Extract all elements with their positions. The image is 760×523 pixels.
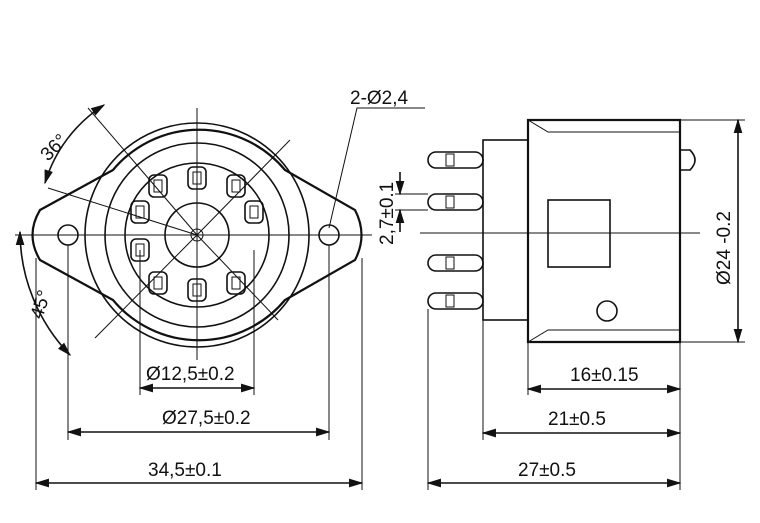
pin-slot <box>445 256 455 270</box>
pin-contact <box>148 174 168 198</box>
socket-base <box>482 139 529 321</box>
len-16-label: 16±0.15 <box>570 365 639 386</box>
pin-circle-label: Ø12,5±0.2 <box>146 364 235 385</box>
angle-ray-36 <box>47 187 198 236</box>
side-view <box>420 118 700 344</box>
pin-side <box>427 254 484 272</box>
pin-contact <box>130 200 150 224</box>
pin-side <box>427 193 484 211</box>
side-nub <box>680 149 696 171</box>
cylinder-rim <box>527 119 680 133</box>
holes-leader <box>328 107 425 229</box>
angle-arc-36 <box>44 104 106 185</box>
len-21-label: 21±0.5 <box>548 409 606 430</box>
holes-label: 2-Ø2,4 <box>350 88 409 109</box>
radial-leader <box>196 139 291 236</box>
radial-leader <box>196 234 279 321</box>
len-27-label: 27±0.5 <box>518 460 576 481</box>
side-dimensions <box>395 118 745 490</box>
screw-hole <box>596 300 618 322</box>
pin-contact <box>244 200 264 224</box>
cylinder-rim <box>527 329 680 343</box>
angle-ray-45 <box>94 234 198 339</box>
angle-ray-top <box>87 107 198 236</box>
pin-width-label: 2,7±0.1 <box>377 182 398 245</box>
pin-side <box>427 292 484 310</box>
flange-width-label: 34,5±0.1 <box>148 460 222 481</box>
pin-slot <box>445 195 455 209</box>
mount-circle-label: Ø27,5±0.2 <box>162 408 251 429</box>
front-view <box>15 104 425 360</box>
pin-slot <box>445 153 455 167</box>
pin-slot <box>445 294 455 308</box>
front-dimensions <box>34 245 364 490</box>
socket-cylinder <box>526 118 682 344</box>
flange-outline <box>31 128 363 342</box>
angle-36-label: 36° <box>37 130 72 165</box>
body-dia-label: Ø24 -0.2 <box>714 211 735 285</box>
pin-side <box>427 151 484 169</box>
angle-arc-45 <box>15 230 72 357</box>
pin-contact <box>226 271 246 295</box>
